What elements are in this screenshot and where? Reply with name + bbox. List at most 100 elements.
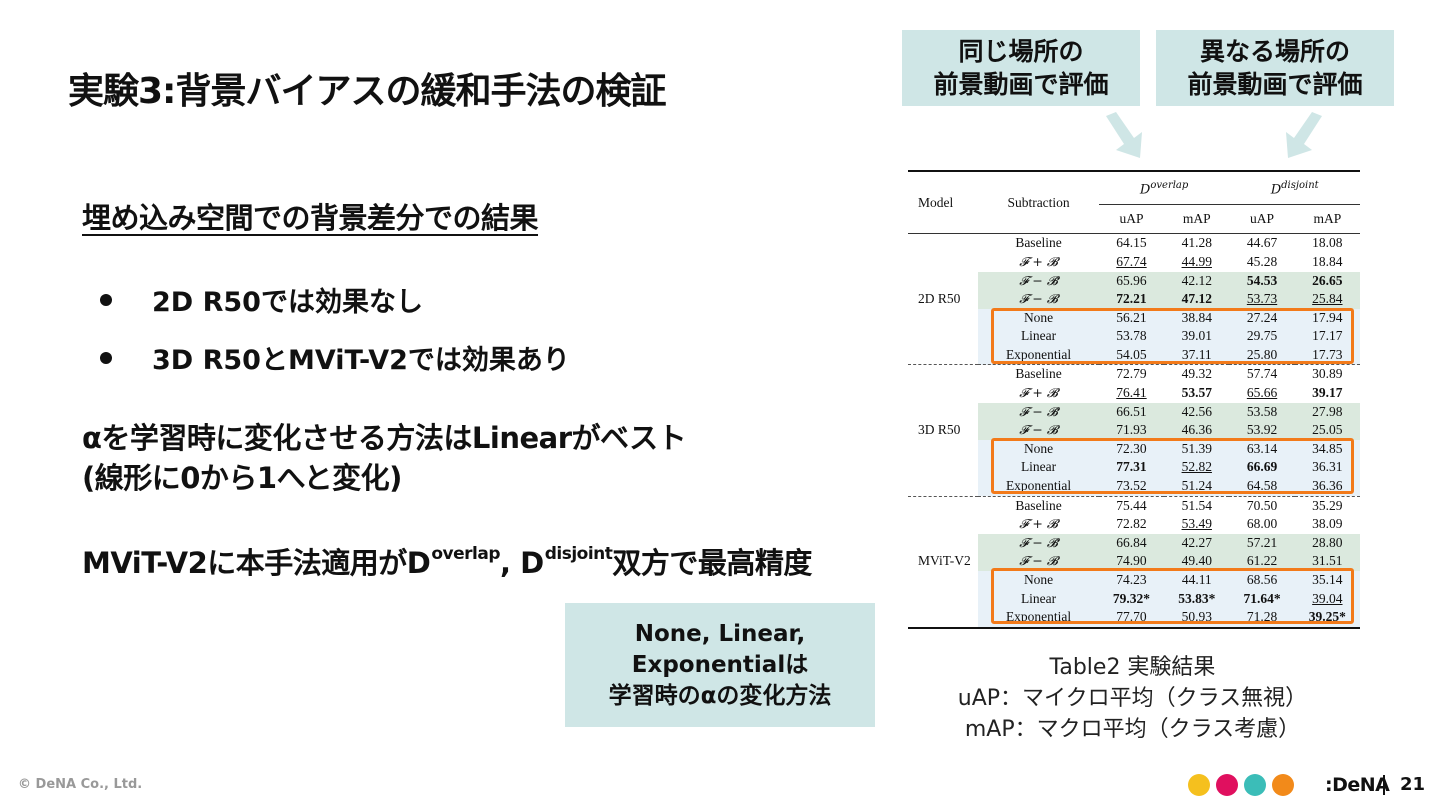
table-value-cell: 72.30 <box>1098 439 1165 459</box>
header-map: mAP <box>1313 211 1342 227</box>
table-value-cell: 38.84 <box>1164 308 1230 328</box>
bullet-dot-icon <box>100 351 112 364</box>
table-value-cell: 27.98 <box>1294 402 1360 422</box>
table-value-cell: 35.29 <box>1312 497 1343 513</box>
caption-line: Table2 実験結果 <box>1049 655 1216 680</box>
table-value-cell: 56.21 <box>1098 308 1165 328</box>
table-subtraction-cell: 𝓕 − 𝓑 <box>978 290 1099 309</box>
mvit-sup-disjoint: disjoint <box>544 544 613 564</box>
table-value-cell: 72.82 <box>1116 516 1147 532</box>
caption-line: uAP：マイクロ平均（クラス無視） <box>957 686 1308 711</box>
table-value-cell: 66.84 <box>1098 533 1165 553</box>
footer-copyright: © DeNA Co., Ltd. <box>18 777 143 792</box>
table-value-cell: 79.32* <box>1098 589 1165 609</box>
table-subtraction-cell: None <box>978 571 1099 590</box>
footer-separator <box>1383 775 1385 795</box>
table-subtraction-cell: Linear <box>978 458 1099 478</box>
table-value-cell: 74.90 <box>1098 552 1165 572</box>
table-model-cell: 3D R50 <box>918 422 961 438</box>
table-value-cell: 76.41 <box>1116 385 1147 401</box>
table-value-cell: 74.23 <box>1098 571 1165 590</box>
table-subtraction-cell: Baseline <box>1015 235 1062 251</box>
table-value-cell: 39.04 <box>1294 589 1360 609</box>
table-value-cell: 29.75 <box>1229 327 1295 346</box>
table-value-cell: 70.50 <box>1246 497 1278 513</box>
table-value-cell: 75.44 <box>1116 497 1147 513</box>
table-value-cell: 53.92 <box>1229 421 1295 440</box>
table-subtraction-cell: 𝓕 − 𝓑̃ <box>978 402 1099 422</box>
d-symbol: D <box>1139 182 1151 198</box>
table-value-cell: 42.27 <box>1164 533 1230 553</box>
table-value-cell: 18.84 <box>1312 253 1343 269</box>
highlight-box-2d-r50 <box>991 308 1354 364</box>
header-d-overlap: Doverlap <box>1098 171 1230 206</box>
alpha-line-1: αを学習時に変化させる方法はLinearがベスト <box>82 421 687 455</box>
table-model-cell: 2D R50 <box>918 291 961 307</box>
table-value-cell: 63.14 <box>1229 439 1295 459</box>
brand-dot-orange-icon <box>1272 774 1294 796</box>
highlight-box-mvit-v2 <box>991 568 1354 624</box>
table-value-cell: 49.32 <box>1181 366 1212 382</box>
table-value-cell: 71.64* <box>1229 589 1295 609</box>
mvit-sup-overlap: overlap <box>431 544 501 564</box>
table-value-cell: 25.05 <box>1294 421 1360 440</box>
header-d-disjoint: Ddisjoint <box>1229 171 1360 206</box>
table-subtraction-cell: Linear <box>978 327 1099 346</box>
mvit-result-text: MViT-V2に本手法適用がDoverlap, Ddisjoint双方で最高精度 <box>82 540 812 582</box>
table-value-cell: 47.12 <box>1164 290 1230 309</box>
table-value-cell: 26.65 <box>1294 271 1360 291</box>
table-subtraction-cell: 𝓕 − 𝓑̃ <box>978 271 1099 291</box>
table-value-cell: 38.09 <box>1312 516 1343 532</box>
d-symbol: D <box>1270 182 1282 198</box>
table-subtraction-cell: Exponential <box>978 345 1099 365</box>
table-model-cell: MViT-V2 <box>918 553 971 569</box>
label-line: 前景動画で評価 <box>933 70 1109 99</box>
table-value-cell: 25.84 <box>1294 290 1360 309</box>
header-uap: uAP <box>1119 211 1144 227</box>
table-subtraction-cell: None <box>978 308 1099 328</box>
table-value-cell: 39.01 <box>1164 327 1230 346</box>
table-value-cell: 57.21 <box>1229 533 1295 553</box>
table-subtraction-cell: 𝓕 − 𝓑 <box>978 552 1099 572</box>
alpha-method-note: None, Linear, Exponentialは 学習時のαの変化方法 <box>565 603 875 727</box>
table-value-cell: 46.36 <box>1164 421 1230 440</box>
table-subtraction-cell: 𝓕 − 𝓑̃ <box>978 533 1099 553</box>
slide-title: 実験3:背景バイアスの緩和手法の検証 <box>68 71 666 112</box>
table-value-cell: 71.93 <box>1098 421 1165 440</box>
table-value-cell: 66.51 <box>1098 402 1165 422</box>
table-value-cell: 44.11 <box>1164 571 1230 590</box>
table-value-cell: 67.74 <box>1116 253 1147 269</box>
table-value-cell: 53.58 <box>1229 402 1295 422</box>
header-model: Model <box>918 194 954 210</box>
table-value-cell: 36.31 <box>1294 458 1360 478</box>
section-subheading: 埋め込み空間での背景差分での結果 <box>82 201 539 235</box>
table-value-cell: 53.73 <box>1229 290 1295 309</box>
bullet-text: 3D R50とMViT-V2では効果あり <box>152 345 570 376</box>
table-value-cell: 53.57 <box>1181 385 1212 401</box>
table-value-cell: 45.28 <box>1246 253 1278 269</box>
mvit-mid: , D <box>500 546 544 580</box>
disjoint-sup: disjoint <box>1281 180 1319 191</box>
table-value-cell: 39.17 <box>1312 385 1343 401</box>
table-value-cell: 68.56 <box>1229 571 1295 590</box>
table-value-cell: 52.82 <box>1164 458 1230 478</box>
label-line: 前景動画で評価 <box>1187 70 1363 99</box>
header-map: mAP <box>1182 211 1211 227</box>
